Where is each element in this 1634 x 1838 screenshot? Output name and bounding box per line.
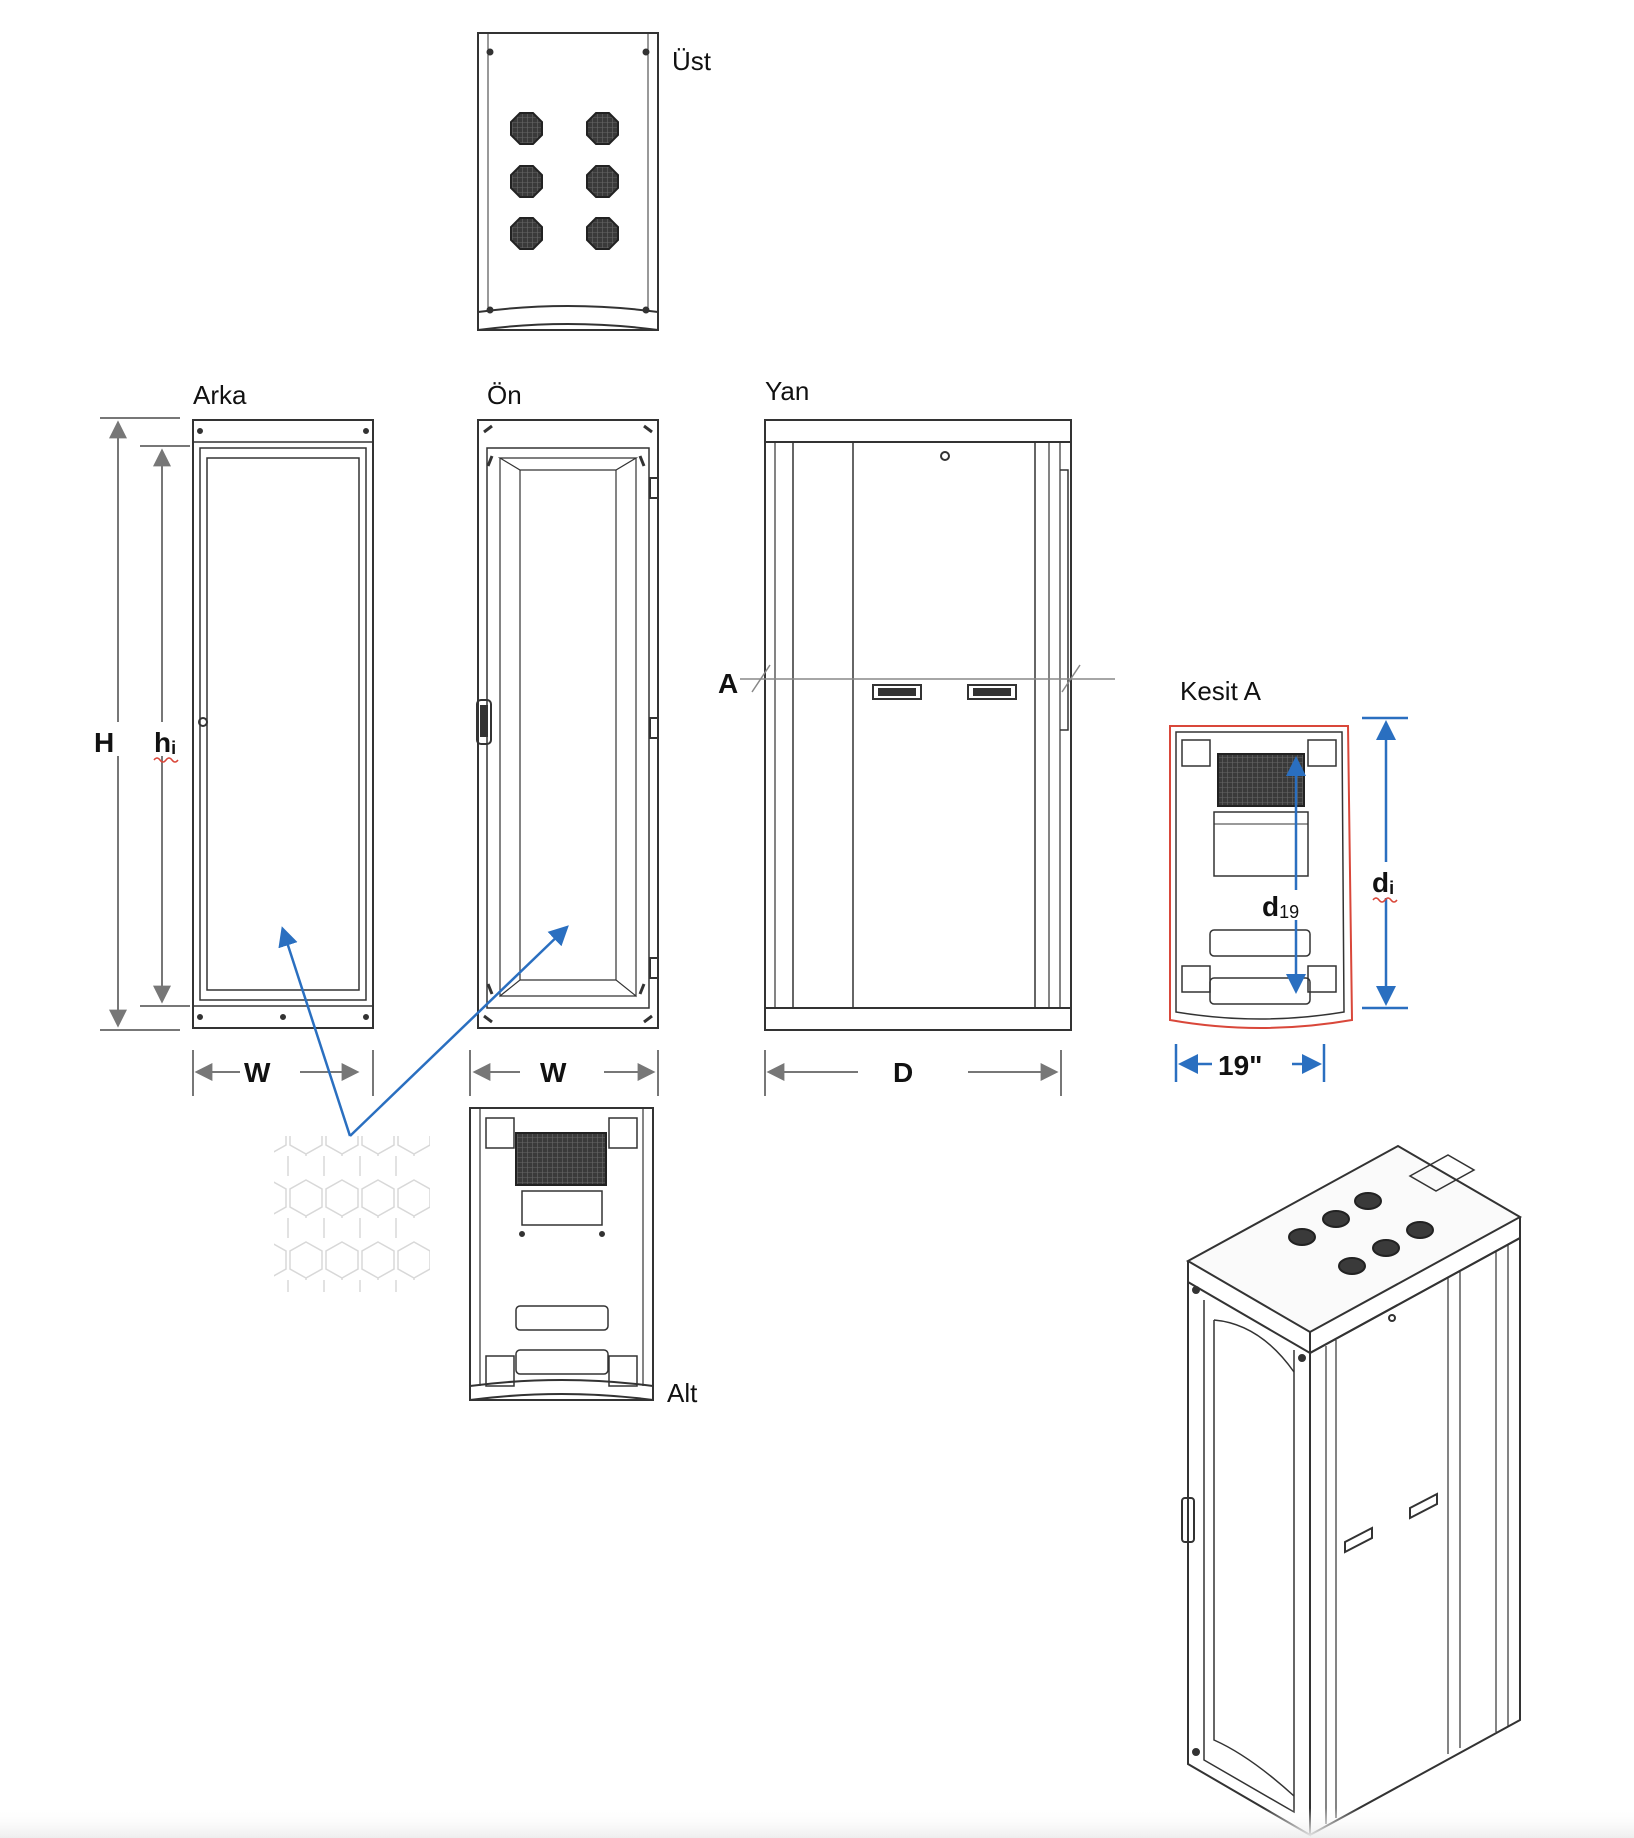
rear-view-label: Arka — [193, 380, 247, 410]
rear-width-label: W — [244, 1057, 271, 1088]
inner-height-label: hi — [154, 727, 176, 758]
front-width-label: W — [540, 1057, 567, 1088]
fan-opening-icon — [510, 112, 619, 250]
inner-height-label-bg — [150, 722, 186, 756]
top-fan-icon — [1288, 1192, 1434, 1275]
depth-label: D — [893, 1057, 913, 1088]
inner-depth-label-bg — [1370, 862, 1404, 898]
section-line — [740, 664, 1115, 693]
mesh-pointer-arrows — [278, 925, 569, 1137]
height-label: H — [94, 727, 114, 758]
top-view — [477, 32, 659, 331]
top-view-label: Üst — [672, 46, 712, 76]
side-view-label: Yan — [765, 376, 809, 406]
bottom-fade — [0, 1808, 1634, 1838]
bottom-view — [469, 1107, 654, 1401]
section-view — [1169, 725, 1354, 1029]
front-width-dimension — [469, 1050, 659, 1096]
rear-view — [192, 419, 374, 1029]
rail-depth-label: d19 — [1262, 891, 1299, 922]
side-view — [764, 419, 1072, 1031]
inner-height-underline — [153, 757, 179, 763]
front-view — [476, 419, 659, 1029]
isometric-cabinet-view — [1181, 1144, 1523, 1837]
rear-width-dimension — [192, 1050, 374, 1096]
inner-depth-underline — [1372, 897, 1398, 903]
front-view-label: Ön — [487, 380, 522, 410]
rail-width-dimension — [1174, 1044, 1326, 1082]
inner-depth-label: di — [1372, 867, 1394, 898]
depth-dimension — [764, 1050, 1062, 1096]
mesh-texture-sample — [274, 1136, 430, 1292]
rail-depth-label-bg — [1258, 890, 1318, 920]
rail-width-label: 19" — [1218, 1050, 1262, 1081]
section-view-label: Kesit A — [1180, 676, 1262, 706]
bottom-view-label: Alt — [667, 1378, 698, 1408]
section-marker-label: A — [718, 668, 738, 699]
height-label-bg — [92, 722, 126, 756]
